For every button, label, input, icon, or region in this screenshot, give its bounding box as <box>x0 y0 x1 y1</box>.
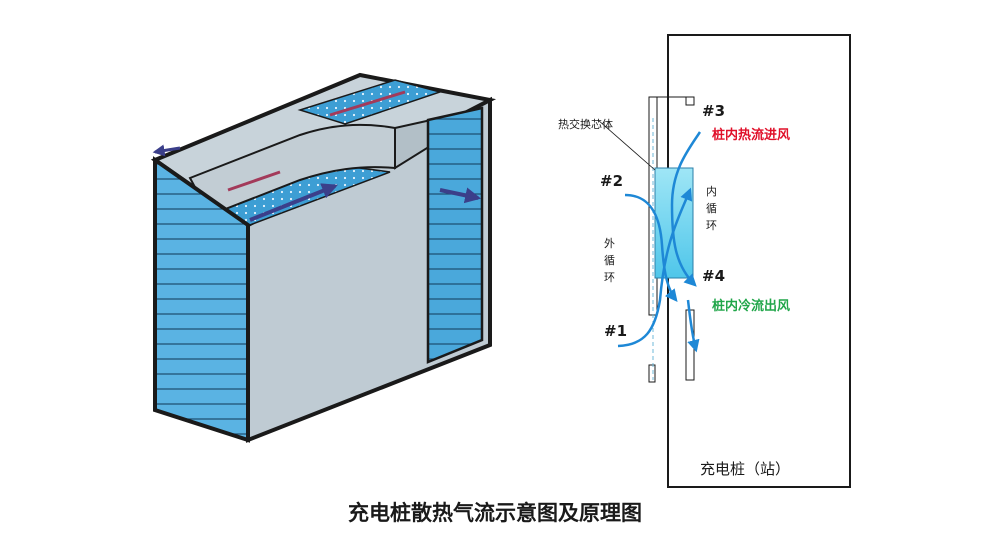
inner-hot-flow-arrow-icon <box>670 131 702 287</box>
label-p1: #1 <box>604 322 627 340</box>
station-box <box>667 34 851 488</box>
label-hot-in: 桩内热流进风 <box>712 127 790 143</box>
top-flow-line <box>329 90 406 117</box>
side-vent-panel <box>426 106 484 364</box>
side-flow-arrow-icon <box>439 187 482 204</box>
inner-loop-char-2: 循 <box>706 202 717 215</box>
label-p3: #3 <box>702 102 725 120</box>
outer-loop-char-2: 循 <box>604 254 615 267</box>
inner-loop-char-1: 内 <box>706 184 717 198</box>
schematic: #3 桩内热流进风 热交换芯体 #2 #4 桩内冷流出风 #1 内 循 环 外 … <box>558 34 851 488</box>
outer-flow-2-arrow-icon <box>624 193 678 302</box>
outer-flow-1-arrow-icon <box>617 187 693 348</box>
inner-wall-top <box>685 96 695 106</box>
exhaust-arrow-icon <box>152 144 181 157</box>
label-core: 热交换芯体 <box>558 117 613 131</box>
outer-loop-char-1: 外 <box>604 237 615 250</box>
label-p4: #4 <box>702 267 725 285</box>
front-flow-arrow-icon <box>249 183 338 222</box>
duct-flow-line <box>227 170 281 192</box>
outer-loop-char-3: 环 <box>604 271 615 284</box>
core-leader-line <box>597 119 656 171</box>
figure-caption: 充电桩散热气流示意图及原理图 <box>348 501 642 525</box>
label-station: 充电桩（站） <box>700 460 790 478</box>
outer-wall-foot <box>648 364 656 383</box>
cabinet-3d <box>150 72 497 443</box>
label-p2: #2 <box>600 172 623 190</box>
inner-cold-flow-arrow-icon <box>686 299 700 353</box>
label-cold-out: 桩内冷流出风 <box>712 298 790 314</box>
inner-loop-char-3: 环 <box>706 219 717 232</box>
cabinet-front-fins <box>153 156 250 443</box>
